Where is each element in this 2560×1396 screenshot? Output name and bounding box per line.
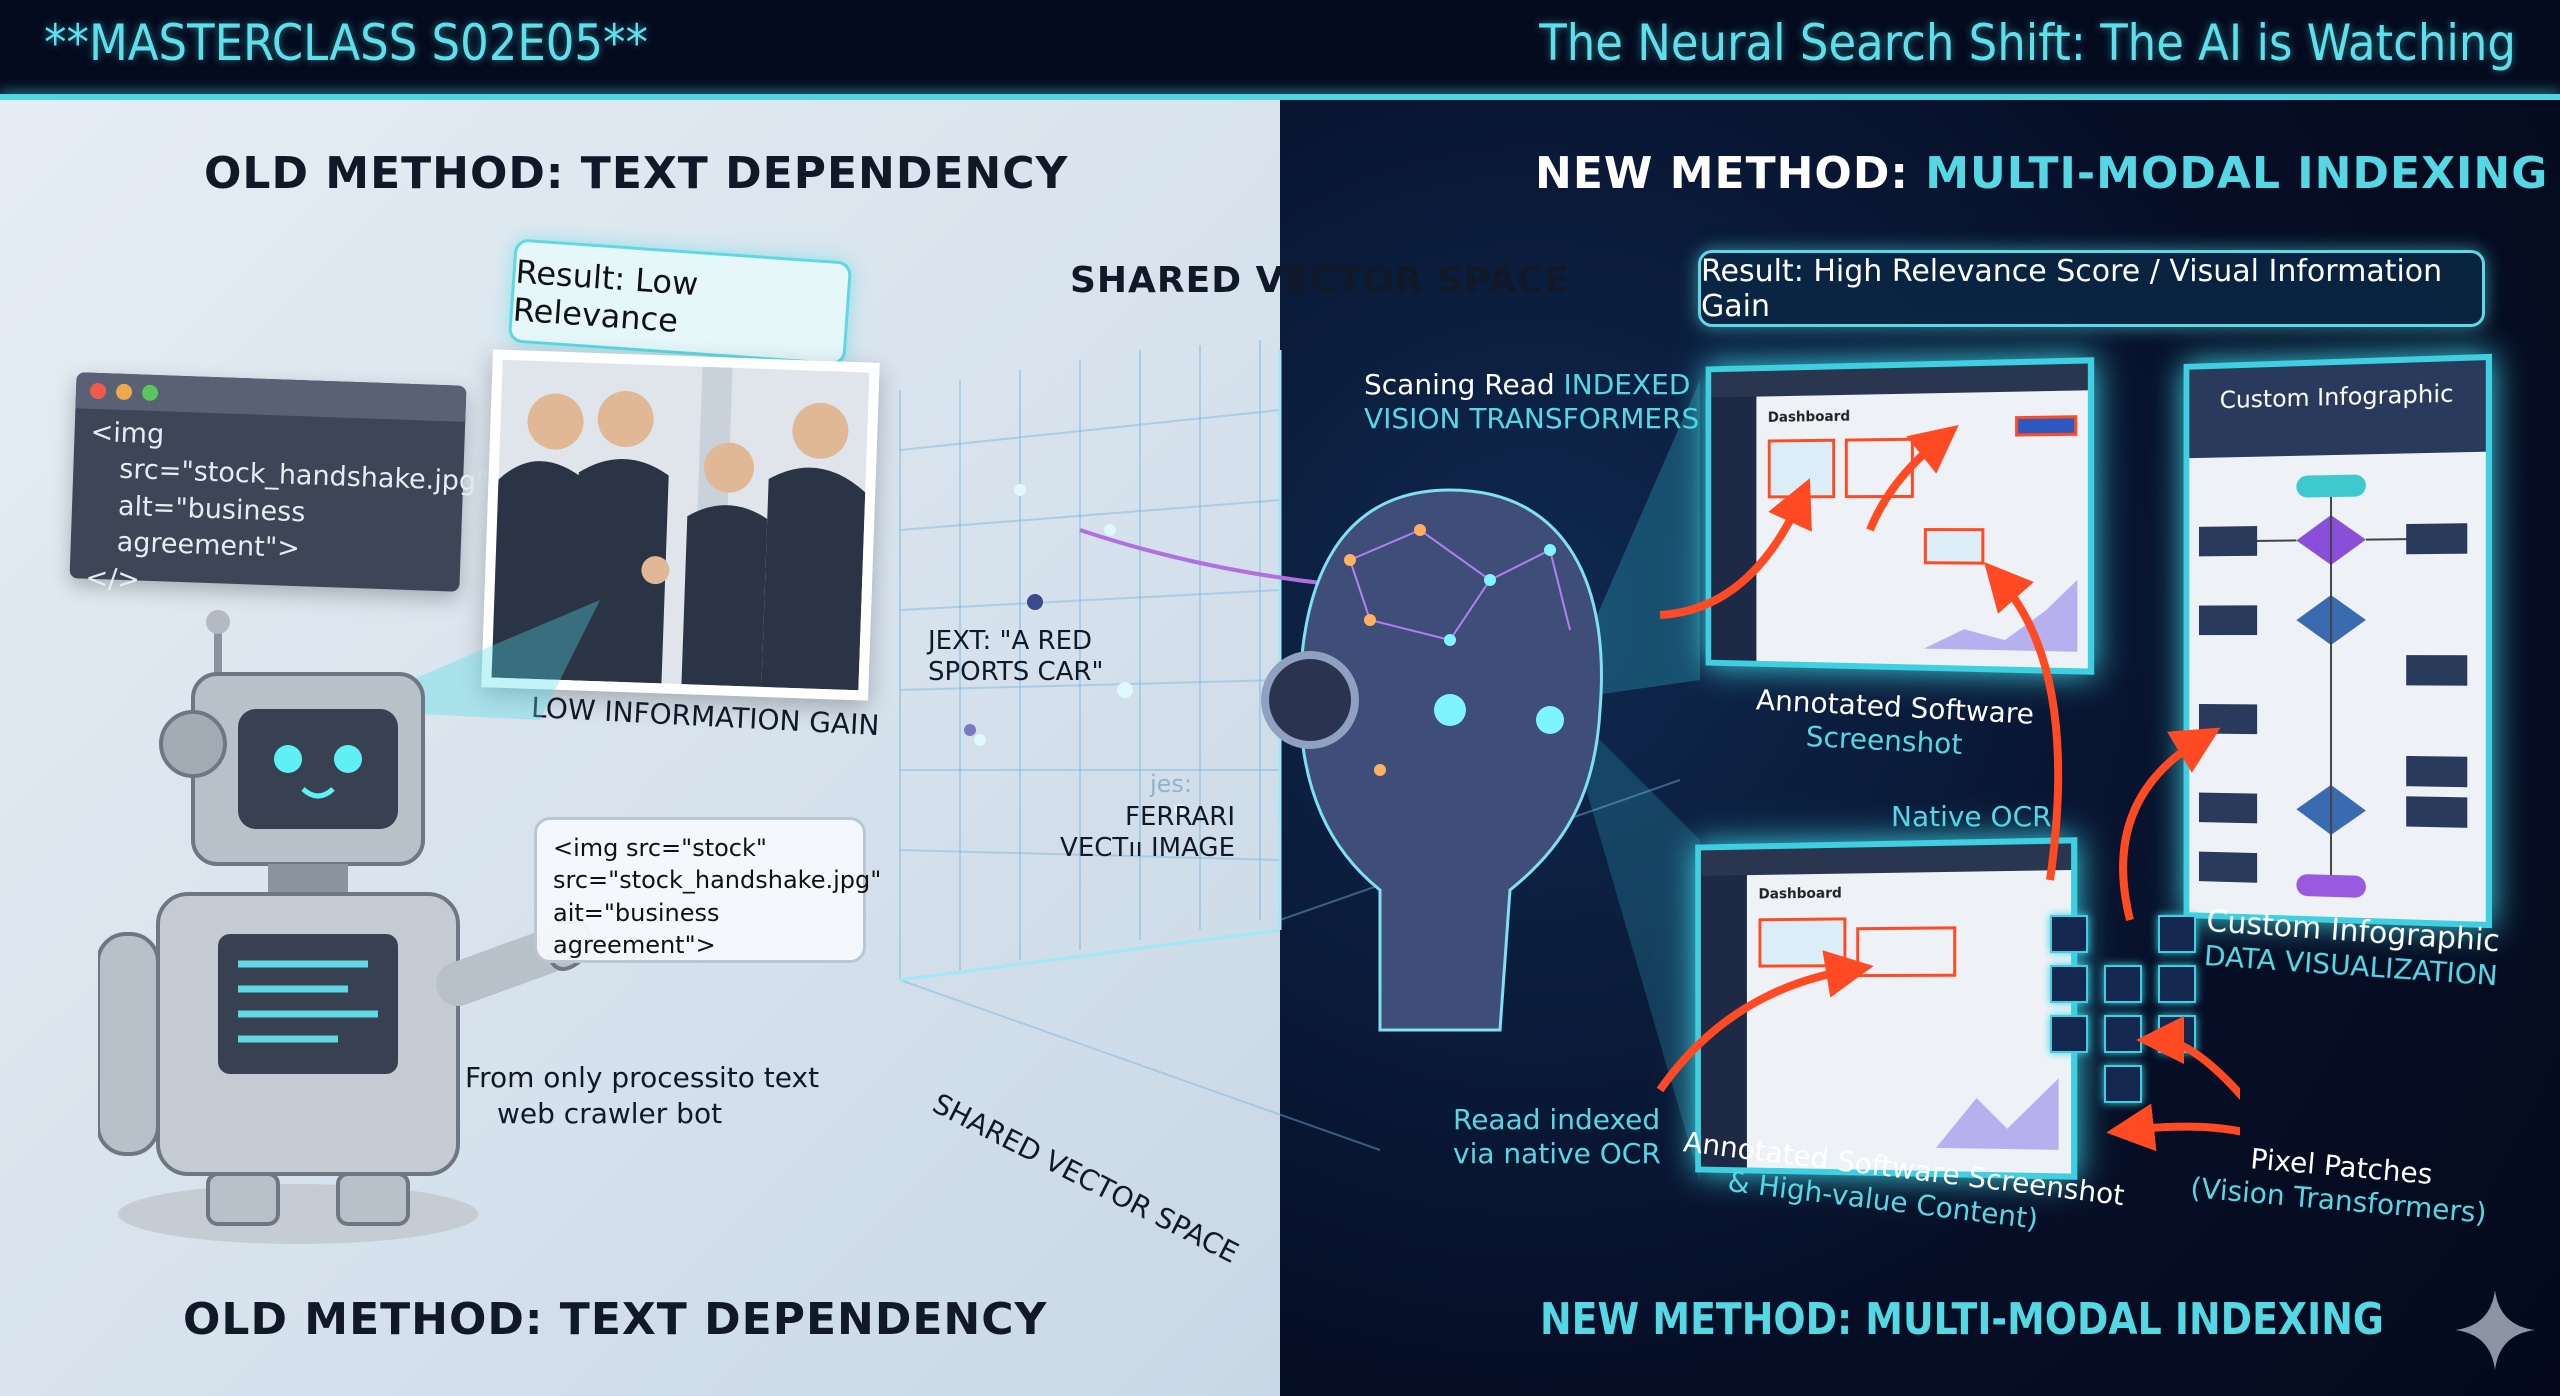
arrow-icon: [1866, 425, 1959, 532]
sparkle-icon: [2455, 1290, 2535, 1370]
bot-caption-line: web crawler bot: [497, 1097, 723, 1131]
image-embedding-tag: jes:: [1150, 770, 1193, 798]
pixel-patch: [2104, 965, 2142, 1003]
handshake-photo-image: [481, 359, 870, 691]
scan-label-highlight: INDEXED: [1563, 368, 1691, 401]
annotated-screenshot-1: Dashboard: [1705, 357, 2095, 675]
scan-label: Scaning Read INDEXED VISION TRANSFORMERS: [1364, 368, 1700, 435]
ocr-label-line: Reaad indexed: [1453, 1103, 1661, 1136]
ai-head-illustration: [1261, 488, 1603, 1032]
shared-vector-space-title: SHARED VECTOR SPACE: [1070, 260, 1570, 301]
main-title: The Neural Search Shift: The AI is Watch…: [1539, 14, 2516, 72]
code-line: ait="business agreement">: [553, 898, 720, 960]
old-method-footer: OLD METHOD: TEXT DEPENDENCY: [183, 1294, 1048, 1345]
pixel-patch: [2158, 965, 2196, 1003]
header-divider: [0, 94, 2560, 100]
code-line: <img src="stock": [553, 834, 767, 862]
screenshot-area-chart: [1936, 1077, 2059, 1150]
code-line: alt="business agreement">: [116, 490, 306, 565]
text-embedding-line: JEXT: "A RED: [928, 626, 1093, 656]
pixel-patch: [2050, 915, 2088, 953]
minimize-dot-icon: [115, 383, 133, 401]
new-heading-prefix: NEW METHOD:: [1535, 148, 1926, 199]
pixel-patch: [2104, 1065, 2142, 1103]
native-ocr-label: Native OCR: [1891, 800, 2052, 833]
arrow-icon: [2106, 1103, 2240, 1152]
annotated-screenshot-2: Dashboard: [1695, 837, 2078, 1180]
image-embedding-label: FERRARI VECTıı IMAGE: [1050, 802, 1235, 864]
scan-label-prefix: Scaning Read: [1364, 368, 1564, 401]
flowchart-diagram: [2198, 474, 2468, 898]
high-relevance-bubble: Result: High Relevance Score / Visual In…: [1698, 250, 2485, 327]
bot-caption: From only processito text web crawler bo…: [465, 1060, 819, 1133]
screenshot-area-chart: [1923, 578, 2078, 652]
custom-infographic-panel: Custom Infographic: [2183, 353, 2492, 929]
text-embedding-line: SPORTS CAR": [928, 657, 1104, 688]
pixel-patch: [2050, 965, 2088, 1003]
high-relevance-text: Result: High Relevance Score / Visual In…: [1701, 253, 2443, 324]
pixel-patch: [2104, 1015, 2142, 1053]
image-embedding-line: FERRARI: [1125, 802, 1235, 832]
arrow-icon: [1984, 562, 2063, 881]
arrow-icon: [2136, 1016, 2240, 1101]
low-relevance-text: Result: Low Relevance: [511, 252, 700, 340]
code-window: <img src="stock_handshake.jpg" alt="busi…: [69, 372, 489, 595]
arrow-icon: [1659, 478, 1812, 619]
stock-photo: [481, 349, 880, 701]
episode-title: **MASTERCLASS S02E05**: [44, 14, 648, 72]
bot-caption-line: From only processito text: [465, 1061, 820, 1094]
robot-crawler-illustration: [98, 610, 592, 1244]
pixel-patches-grid: [2050, 915, 2200, 1103]
crawler-speech-bubble: <img src="stock" src="stock_handshake.jp…: [534, 817, 882, 963]
pixel-patch: [2158, 915, 2196, 953]
shared-vector-space-title-text: SHARED VECTOR SPACE: [1070, 260, 1570, 301]
code-line: src="stock_handshake.jpg": [553, 866, 882, 895]
screenshot-topbar: [1711, 363, 2088, 398]
close-dot-icon: [89, 382, 107, 400]
ocr-label: Reaad indexed via native OCR: [1453, 1103, 1661, 1170]
image-embedding-line: VECTıı IMAGE: [1060, 833, 1235, 864]
arrow-icon: [2119, 727, 2221, 921]
text-embedding-label: JEXT: "A RED SPORTS CAR": [928, 626, 1103, 688]
arrow-icon: [1656, 950, 1874, 1093]
scan-label-line2: VISION TRANSFORMERS: [1364, 401, 1700, 435]
old-method-heading: OLD METHOD: TEXT DEPENDENCY: [204, 148, 1069, 199]
ocr-label-line: via native OCR: [1453, 1136, 1661, 1170]
new-method-heading: NEW METHOD: MULTI-MODAL INDEXING: [1535, 148, 2548, 199]
new-heading-highlight: MULTI-MODAL INDEXING: [1925, 148, 2549, 199]
new-method-footer: NEW METHOD: MULTI-MODAL INDEXING: [1540, 1294, 2384, 1345]
pixel-patch: [2050, 1015, 2088, 1053]
annotation-arrows: [1656, 425, 2240, 1152]
header-bar: [0, 0, 2560, 95]
maximize-dot-icon: [141, 384, 159, 402]
